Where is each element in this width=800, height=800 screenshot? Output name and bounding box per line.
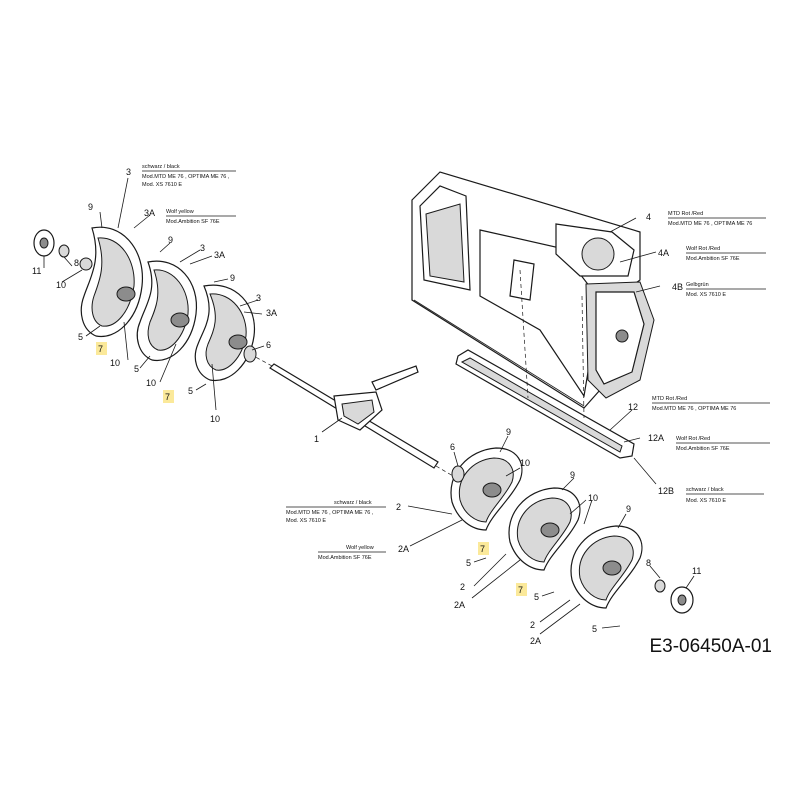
note-3-color: schwarz / black: [142, 164, 180, 170]
callout-10: 10: [56, 280, 66, 290]
callout-5: 5: [78, 332, 83, 342]
auger-housing: [411, 171, 655, 409]
callout-6: 6: [266, 340, 271, 350]
callout-10: 10: [146, 378, 156, 388]
callout-7: 7: [98, 344, 103, 354]
note-4a-color: Wolf Rot /Red: [686, 246, 720, 252]
callout-12b: 12B: [658, 486, 674, 496]
callout-10: 10: [520, 458, 530, 468]
note-2a-models: Mod.Ambition SF 76E: [318, 555, 372, 561]
callout-6: 6: [450, 442, 455, 452]
auger-shaft: [269, 363, 439, 469]
callout-8: 8: [74, 258, 79, 268]
callout-3: 3: [126, 167, 131, 177]
note-3a-models: Mod.Ambition SF 76E: [166, 219, 220, 225]
callout-11: 11: [692, 566, 701, 576]
callout-3a: 3A: [144, 208, 155, 218]
callout-9: 9: [626, 504, 631, 514]
note-underlines: [142, 170, 770, 553]
note-12-models: Mod.MTD ME 76 , OPTIMA ME 76: [652, 406, 736, 412]
callout-9: 9: [230, 273, 235, 283]
callout-7: 7: [518, 585, 523, 595]
notes: schwarz / black Mod.MTD ME 76 , OPTIMA M…: [142, 164, 752, 561]
note-4b-models: Mod. XS 7610 E: [686, 292, 726, 298]
callout-9: 9: [168, 235, 173, 245]
callout-5: 5: [188, 386, 193, 396]
callout-7: 7: [165, 392, 170, 402]
highlight-7-c: [478, 542, 489, 555]
leader-lines: [43, 177, 695, 635]
note-12a-color: Wolf Rot /Red: [676, 436, 710, 442]
note-3-models-1: Mod.MTD ME 76 , OPTIMA ME 76 ,: [142, 174, 230, 180]
note-4a-models: Mod.Ambition SF 76E: [686, 256, 740, 262]
callout-9: 9: [506, 427, 511, 437]
callout-1: 1: [314, 434, 319, 444]
highlight-7-b: [163, 390, 174, 403]
callout-12: 12: [628, 402, 638, 412]
callout-3: 3: [256, 293, 261, 303]
note-4-color: MTD Rot /Red: [668, 211, 703, 217]
highlight-7-a: [96, 342, 107, 355]
callout-12a: 12A: [648, 433, 664, 443]
note-4b-color: Gelbgrün: [686, 282, 709, 288]
callout-2a: 2A: [454, 600, 465, 610]
note-2a-color: Wolf yellow: [346, 545, 374, 551]
callout-4a: 4A: [658, 248, 669, 258]
note-12b-models: Mod. XS 7610 E: [686, 498, 726, 504]
drawing-code: E3-06450A-01: [649, 636, 772, 657]
scraper-bar: [455, 349, 635, 459]
note-12a-models: Mod.Ambition SF 76E: [676, 446, 730, 452]
callout-9: 9: [88, 202, 93, 212]
callout-3: 3: [200, 243, 205, 253]
note-12b-color: schwarz / black: [686, 487, 724, 493]
callout-10: 10: [210, 414, 220, 424]
note-4-models: Mod.MTD ME 76 , OPTIMA ME 76: [668, 221, 752, 227]
callout-8: 8: [646, 558, 651, 568]
left-auger-flights: [33, 226, 257, 382]
note-2-models-1: Mod.MTD ME 76 , OPTIMA ME 76 ,: [286, 510, 374, 516]
callout-7: 7: [480, 544, 485, 554]
callout-2a: 2A: [530, 636, 541, 646]
note-2-models-2: Mod. XS 7610 E: [286, 518, 326, 524]
note-2-color: schwarz / black: [334, 500, 372, 506]
callout-2a: 2A: [398, 544, 409, 554]
callout-2: 2: [530, 620, 535, 630]
note-12-color: MTD Rot /Red: [652, 396, 687, 402]
highlight-7-d: [516, 583, 527, 596]
callout-11: 11: [32, 266, 41, 276]
callout-4b: 4B: [672, 282, 683, 292]
callout-4: 4: [646, 212, 651, 222]
callout-5: 5: [534, 592, 539, 602]
callouts: 3 9 3A 9 3 3A 9 3 3A 8 11 10 5 7 10 5 10…: [32, 167, 701, 646]
callout-9: 9: [570, 470, 575, 480]
note-3-models-2: Mod. XS 7610 E: [142, 182, 182, 188]
right-auger-flights: [450, 447, 694, 614]
callout-5: 5: [592, 624, 597, 634]
callout-3a: 3A: [266, 308, 277, 318]
callout-3a: 3A: [214, 250, 225, 260]
callout-10: 10: [588, 493, 598, 503]
callout-2: 2: [396, 502, 401, 512]
callout-10: 10: [110, 358, 120, 368]
callout-2: 2: [460, 582, 465, 592]
callout-5: 5: [134, 364, 139, 374]
note-3a-color: Wolf yellow: [166, 209, 194, 215]
callout-5: 5: [466, 558, 471, 568]
